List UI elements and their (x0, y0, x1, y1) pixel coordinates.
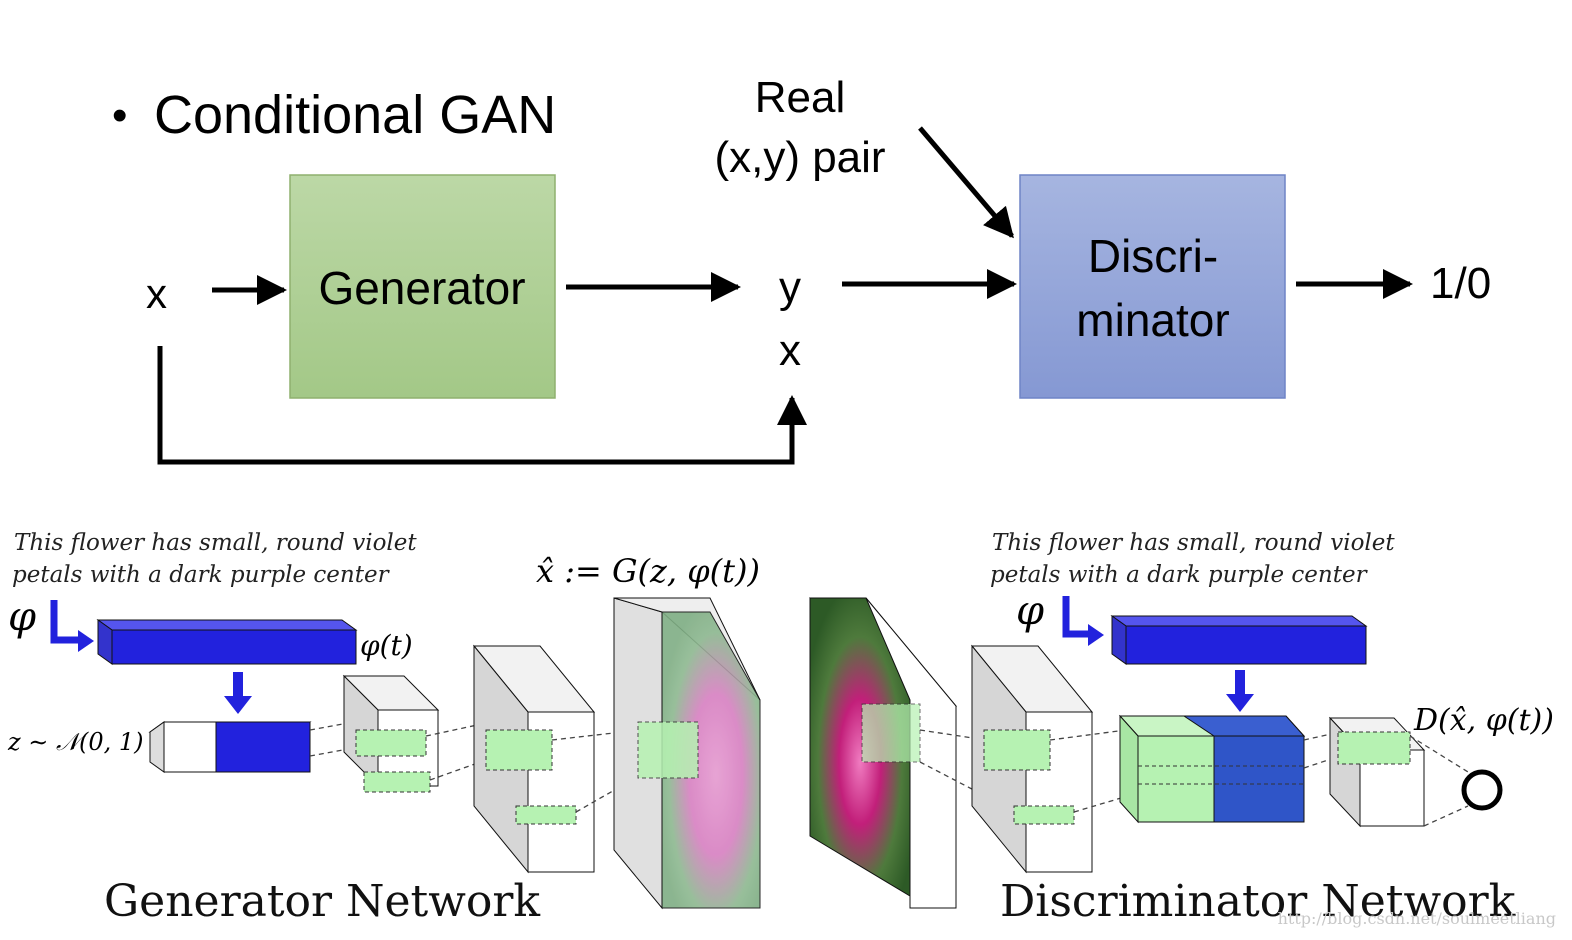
generated-flower-image (661, 611, 761, 909)
phi-symbol-right: φ (1016, 588, 1044, 634)
generator-layer-2 (472, 644, 596, 874)
discriminator-network-label: Discriminator Network (1000, 876, 1516, 927)
discriminator-final-layer (1328, 716, 1426, 828)
generator-box (289, 174, 556, 399)
generator-label: Generator (318, 262, 525, 314)
generated-image-slab (613, 597, 761, 910)
discriminator-formula: D(x̂, φ(t)) (1413, 703, 1554, 738)
embed-arrow-left-icon (50, 600, 80, 644)
generator-layer-1 (342, 674, 440, 793)
noise-concat-block (148, 721, 312, 773)
generator-network-label: Generator Network (104, 876, 540, 927)
down-arrow-right-icon (1226, 694, 1254, 712)
input-x-label: x (146, 270, 167, 317)
generator-formula: x̂ := G(z, φ(t)) (536, 552, 760, 590)
text-embedding-bar-left (96, 619, 358, 665)
embed-arrow-right-icon (1062, 596, 1090, 638)
page-title: Conditional GAN (154, 85, 556, 145)
caption-right-line1: This flower has small, round violet (992, 530, 1395, 556)
discriminator-layer-1 (970, 644, 1094, 874)
discriminator-concat-block (1118, 714, 1306, 824)
real-pair-line2: (x,y) pair (714, 133, 885, 182)
discriminator-input-image (808, 597, 958, 909)
caption-left-line1: This flower has small, round violet (14, 530, 417, 556)
output-node-icon (1461, 769, 1503, 811)
discriminator-label-line1: Discri- (1088, 230, 1218, 282)
x-label-condition: x (779, 326, 801, 375)
output-label: 1/0 (1430, 259, 1491, 308)
real-flower-image (809, 597, 911, 897)
discriminator-label-line2: minator (1076, 294, 1229, 346)
caption-right-line2: petals with a dark purple center (990, 562, 1369, 588)
discriminator-box (1019, 174, 1286, 399)
caption-left-line2: petals with a dark purple center (12, 562, 391, 588)
phi-t-label: φ(t) (360, 629, 413, 662)
arrow-x-skip-connection (157, 346, 807, 465)
watermark: http://blog.csdn.net/soulmeetliang (1278, 909, 1556, 928)
phi-symbol-left: φ (8, 594, 36, 640)
bullet: • (112, 91, 127, 140)
z-noise-label: z ∼ 𝒩(0, 1) (7, 728, 144, 756)
y-label: y (779, 263, 801, 312)
down-arrow-left-icon (224, 696, 252, 714)
arrow-real-pair-to-discriminator (918, 126, 1014, 239)
real-pair-line1: Real (755, 73, 846, 122)
text-embedding-bar-right (1110, 615, 1368, 665)
